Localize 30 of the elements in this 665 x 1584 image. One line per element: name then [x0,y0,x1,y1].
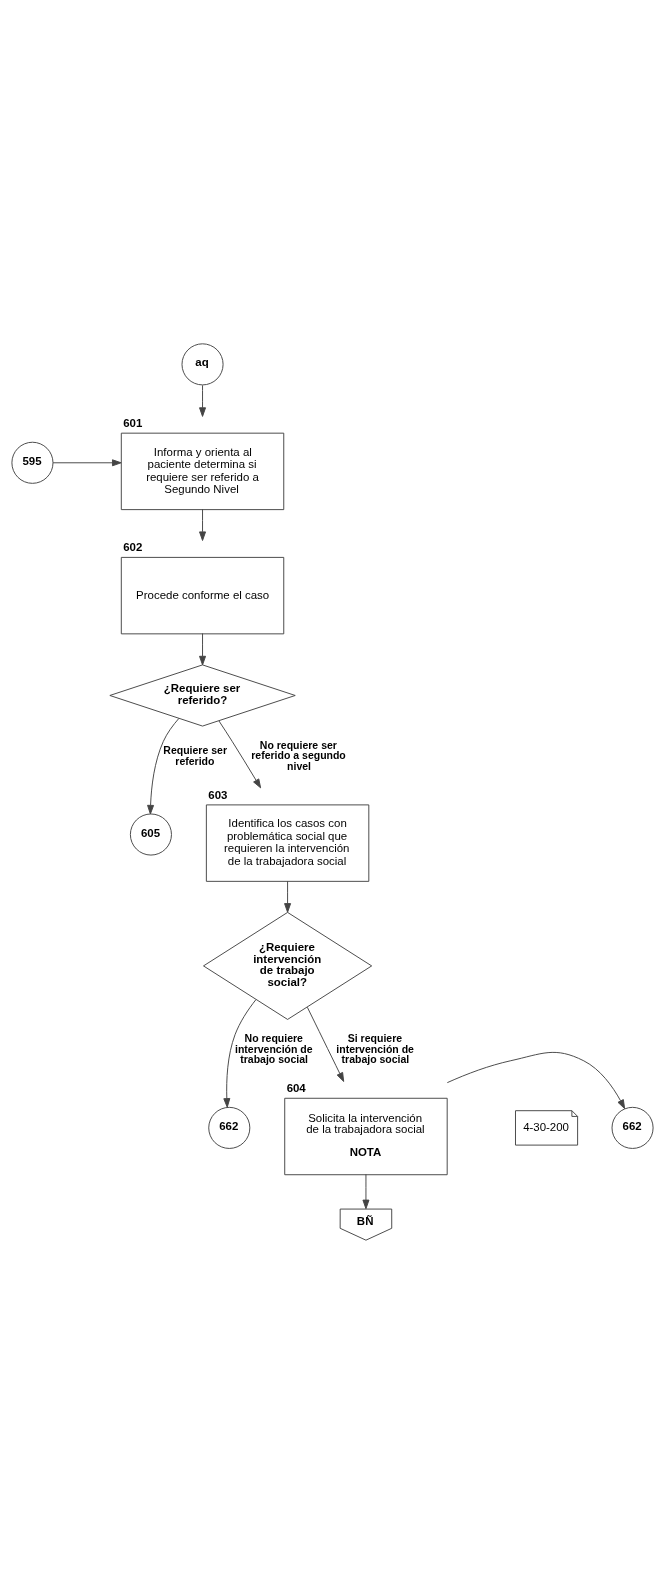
arrow [362,1173,370,1210]
node-circle: 605 [129,813,172,856]
arrow [52,459,122,467]
arrow [306,1006,345,1082]
node-diamond: ¿Requiere ser referido? [109,664,296,727]
arrow [284,880,292,913]
arrow [147,717,180,815]
node-box: Informa y orienta al paciente determina si requiere ser referido a Segundo Nivel [120,432,285,511]
node-label: 602 [123,541,143,554]
node-circle: aq [181,343,224,386]
node-circle: 662 [611,1106,654,1149]
arrow [446,1051,626,1110]
edge-label: No requiere ser referido a segundo nivel [251,738,346,772]
node-box: Identifica los casos con problemática social que requieren la intervención de la trabajadora social [205,804,370,882]
node-label: 603 [208,788,228,801]
node-box: Solicita la intervención de la trabajadora social NOTA [284,1097,448,1176]
node-circle: 662 [208,1106,251,1149]
edge-label: Requiere ser referido [163,744,227,767]
node-circle: 595 [11,441,54,484]
node-diamond: ¿Requiere intervención de trabajo social? [203,911,373,1020]
arrow [199,384,207,417]
node-box: Procede conforme el caso [120,556,285,635]
arrow [223,999,257,1108]
arrow [199,633,207,666]
edge-label: No requiere intervención de trabajo social [235,1032,313,1066]
node-label: 601 [123,417,143,430]
node-label: 604 [286,1082,306,1095]
arrow [218,720,262,789]
edge-label: Si requiere intervención de trabajo social [336,1032,414,1066]
arrow [199,508,207,541]
